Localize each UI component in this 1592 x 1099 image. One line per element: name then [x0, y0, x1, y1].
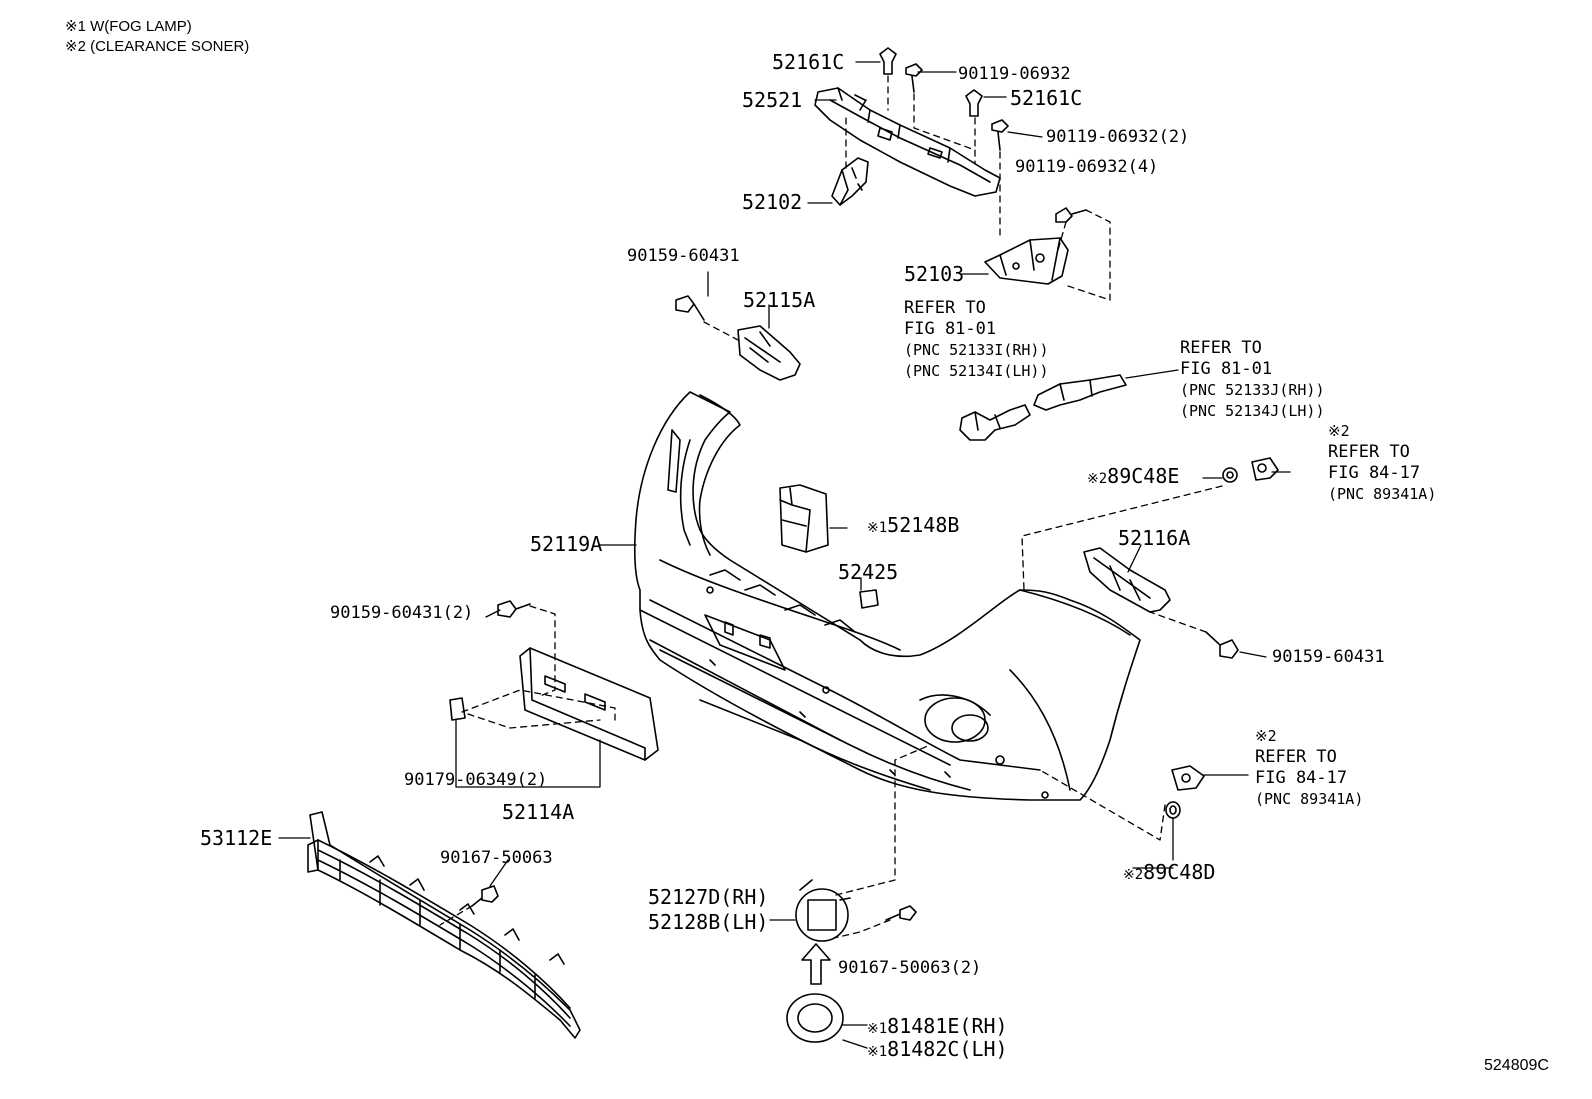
label-81482C-text: 81482C(LH) — [887, 1037, 1008, 1061]
refer-line-1: REFER TO — [1255, 747, 1337, 767]
label-52425: 52425 — [838, 560, 899, 584]
label-90179-06349: 90179-06349(2) — [404, 770, 548, 790]
bolt-90159-60431-a — [675, 295, 705, 321]
bolt-90159-60431-c — [497, 600, 531, 618]
retainer-89C48E — [1222, 467, 1238, 483]
refer-pnc-lh: (PNC 52134I(LH)) — [904, 362, 1049, 380]
bracket-52103 — [984, 237, 1069, 285]
sensor-89341A-lower — [1171, 765, 1205, 791]
refer-block-wiring-J: REFER TO FIG 81-01 (PNC 52133J(RH)) (PNC… — [1180, 338, 1325, 422]
license-plate-bracket-52114A — [519, 647, 659, 761]
label-52148B: ※152148B — [867, 513, 959, 537]
refer-block-sensor-upper: ※2 REFER TO FIG 84-17 (PNC 89341A) — [1328, 421, 1436, 505]
bolt-90119-06932-a — [905, 63, 923, 93]
label-52161C-a: 52161C — [772, 50, 845, 74]
note-fog-lamp: ※1 W(FOG LAMP) — [65, 18, 192, 35]
note-clearance-sonar: ※2 (CLEARANCE SONER) — [65, 38, 250, 55]
bolt-90119-06932-b — [991, 119, 1009, 151]
fog-bezel-52127D — [795, 879, 851, 942]
label-90167-50063-a: 90167-50063 — [440, 848, 553, 868]
refer-line-1: REFER TO — [1328, 442, 1410, 462]
diagram-code: 524809C — [1484, 1057, 1549, 1074]
label-90119-06932-a: 90119-06932 — [958, 64, 1071, 84]
screw-90167-50063-a — [471, 885, 499, 907]
clip-52161C-b — [965, 89, 983, 117]
bracket-52102 — [831, 157, 869, 206]
mark-clearance-sonar: ※2 — [1087, 471, 1108, 487]
wiring-52133I — [959, 404, 1031, 441]
label-90159-60431-a: 90159-60431 — [627, 246, 740, 266]
refer-fig-line: FIG 81-01 — [904, 319, 997, 339]
retainer-89C48D — [1165, 801, 1181, 819]
label-90119-06932-b: 90119-06932(2) — [1046, 127, 1190, 147]
label-52521: 52521 — [742, 88, 803, 112]
refer-mark: ※2 — [1255, 727, 1277, 745]
fog-cover-81481E — [786, 993, 844, 1043]
mark-fog-lamp: ※1 — [867, 520, 888, 536]
wiring-52133J — [1033, 374, 1127, 411]
label-81481E-text: 81481E(RH) — [887, 1014, 1008, 1038]
side-bracket-52116A — [1083, 547, 1171, 613]
label-90159-60431-c: 90159-60431(2) — [330, 603, 474, 623]
label-52102: 52102 — [742, 190, 803, 214]
label-52119A: 52119A — [530, 532, 603, 556]
label-90159-60431-b: 90159-60431 — [1272, 647, 1385, 667]
label-89C48D: ※289C48D — [1123, 860, 1215, 884]
bolt-90159-60431-b — [1205, 631, 1239, 659]
refer-mark: ※2 — [1328, 422, 1350, 440]
refer-line-1: REFER TO — [1180, 338, 1262, 358]
refer-block-wiring-I: REFER TO FIG 81-01 (PNC 52133I(RH)) (PNC… — [904, 298, 1049, 382]
label-52114A: 52114A — [502, 800, 575, 824]
lower-grille-53112E — [307, 811, 581, 1039]
refer-pnc-rh: (PNC 52133I(RH)) — [904, 341, 1049, 359]
label-53112E: 53112E — [200, 826, 273, 850]
mark-clearance-sonar-2: ※2 — [1123, 867, 1144, 883]
label-90119-06932-c: 90119-06932(4) — [1015, 157, 1159, 177]
refer-pnc: (PNC 89341A) — [1328, 485, 1437, 503]
bumper-cover-52119A — [634, 391, 1141, 801]
mark-fog-lamp-2: ※1 — [867, 1021, 888, 1037]
sensor-89341A-upper — [1251, 457, 1279, 481]
pad-52425 — [859, 589, 879, 609]
label-81481E: ※181481E(RH) — [867, 1014, 1008, 1038]
refer-fig-line: FIG 84-17 — [1328, 463, 1421, 483]
label-89C48E-text: 89C48E — [1107, 464, 1180, 488]
label-81482C: ※181482C(LH) — [867, 1037, 1008, 1061]
side-bracket-52115A — [737, 325, 801, 381]
label-52116A: 52116A — [1118, 526, 1191, 550]
refer-fig-line: FIG 84-17 — [1255, 768, 1348, 788]
refer-pnc: (PNC 89341A) — [1255, 790, 1364, 808]
label-52103: 52103 — [904, 262, 965, 286]
label-89C48E: ※289C48E — [1087, 464, 1179, 488]
clip-52161C-a — [879, 47, 897, 75]
bolt-90119-06932-c — [1055, 207, 1087, 223]
arrow-up-icon — [801, 943, 831, 985]
screw-90167-50063-b — [885, 905, 917, 921]
leader-lines — [278, 61, 1291, 1049]
fog-lamp-cover-52148B — [779, 484, 829, 553]
label-90167-50063-b: 90167-50063(2) — [838, 958, 982, 978]
refer-pnc-lh: (PNC 52134J(LH)) — [1180, 402, 1325, 420]
label-52148B-text: 52148B — [887, 513, 960, 537]
refer-fig-line: FIG 81-01 — [1180, 359, 1273, 379]
refer-pnc-rh: (PNC 52133J(RH)) — [1180, 381, 1325, 399]
bumper-support-52521 — [814, 87, 1001, 197]
label-89C48D-text: 89C48D — [1143, 860, 1216, 884]
label-52115A: 52115A — [743, 288, 816, 312]
refer-block-sensor-lower: ※2 REFER TO FIG 84-17 (PNC 89341A) — [1255, 726, 1363, 810]
label-52127D: 52127D(RH) — [648, 885, 769, 909]
refer-line-1: REFER TO — [904, 298, 986, 318]
mark-fog-lamp-3: ※1 — [867, 1044, 888, 1060]
assembly-dashed-lines — [439, 75, 1223, 939]
label-52128B: 52128B(LH) — [648, 910, 769, 934]
clip-90179-06349 — [449, 697, 466, 721]
label-52161C-b: 52161C — [1010, 86, 1083, 110]
